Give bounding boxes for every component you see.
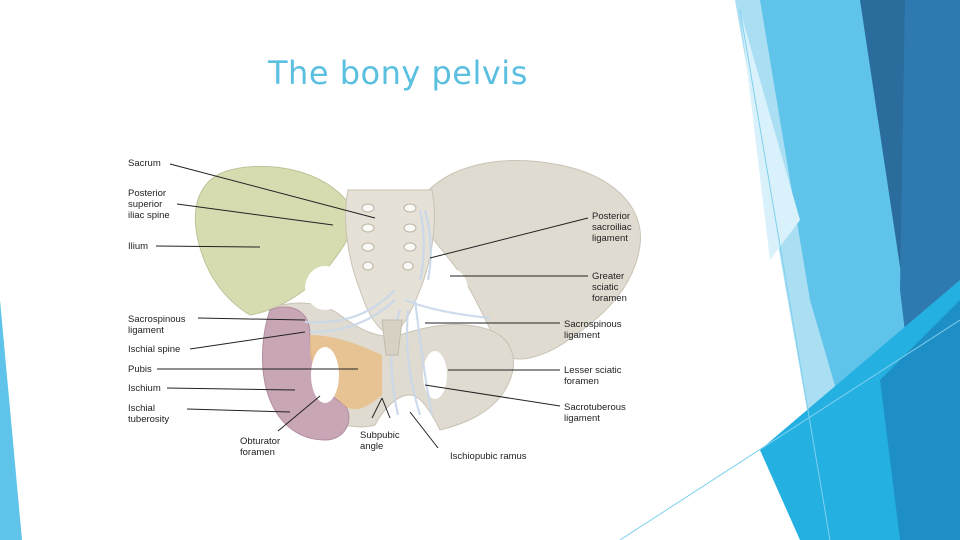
label-sacrospinous-left: Sacrospinous ligament [128, 314, 188, 336]
right-labels: Posterior sacroiliac ligament Greater sc… [564, 211, 634, 424]
sacral-foramina [361, 203, 417, 271]
ischium-region [262, 306, 350, 441]
label-subpubic-angle: Subpubic angle [360, 430, 402, 452]
label-greater-sciatic-foramen: Greater sciatic foramen [592, 271, 627, 304]
left-labels: Sacrum Posterior superior iliac spine Il… [128, 158, 188, 425]
left-greater-sciatic-foramen [305, 266, 345, 310]
right-ilium [418, 160, 641, 360]
label-ischiopubic-ramus: Ischiopubic ramus [450, 451, 527, 462]
label-ilium: Ilium [128, 241, 148, 252]
deco-thin-line-1 [739, 9, 831, 540]
slide-title: The bony pelvis [268, 54, 528, 92]
bottom-labels: Obturator foramen Subpubic angle Ischiop… [240, 430, 527, 462]
coccyx [381, 319, 403, 356]
deco-left-sliver [0, 300, 22, 540]
label-ischial-tuberosity: Ischial tuberosity [128, 403, 169, 425]
label-obturator-foramen: Obturator foramen [240, 436, 283, 458]
label-ischial-spine: Ischial spine [128, 344, 180, 355]
right-obturator-foramen [423, 351, 447, 399]
label-pubis: Pubis [128, 364, 152, 375]
right-greater-sciatic-foramen [432, 268, 468, 312]
leader-lines [155, 163, 589, 449]
label-sacrum: Sacrum [128, 158, 161, 169]
ligaments [304, 209, 491, 416]
deco-pale-triangle [740, 10, 800, 260]
label-ischium: Ischium [128, 383, 161, 394]
label-lesser-sciatic-foramen: Lesser sciatic foramen [564, 365, 624, 387]
label-sacrotuberous: Sacrotuberous ligament [564, 402, 628, 424]
label-posterior-sacroiliac: Posterior sacroiliac ligament [592, 211, 634, 244]
deco-dark-wedge [880, 300, 960, 540]
label-sacrospinous-right: Sacrospinous ligament [564, 319, 624, 341]
pelvis-diagram: Sacrum Posterior superior iliac spine Il… [128, 158, 641, 462]
label-psis: Posterior superior iliac spine [128, 188, 170, 221]
left-obturator-foramen [311, 347, 339, 403]
deco-thin-line-2 [619, 319, 960, 540]
